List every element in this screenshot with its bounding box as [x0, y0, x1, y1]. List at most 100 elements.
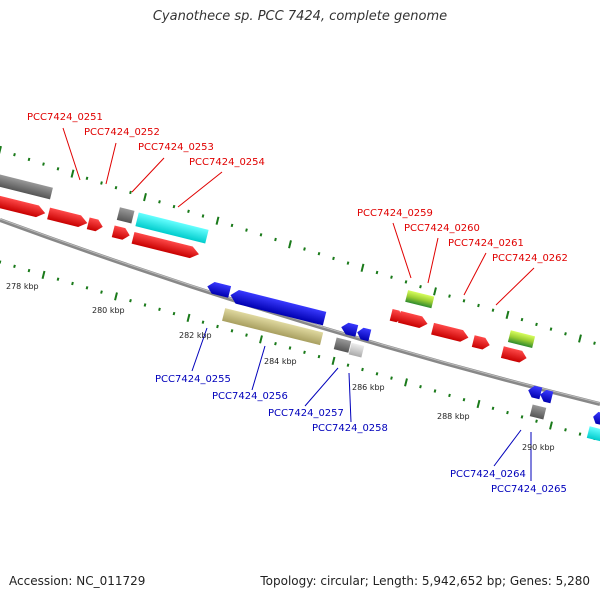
minor-tick: [448, 393, 451, 398]
minor-tick: [419, 385, 422, 389]
forward-callouts: [62, 127, 535, 306]
minor-tick: [593, 341, 596, 345]
major-tick: [476, 399, 481, 409]
minor-tick: [288, 346, 292, 350]
gene-feature-0252[interactable]: [47, 207, 89, 229]
gene-feature-0255[interactable]: [206, 281, 232, 298]
minor-tick: [13, 264, 16, 268]
major-tick: [143, 192, 147, 202]
gene-feature-0267[interactable]: [586, 426, 600, 442]
minor-tick: [85, 286, 89, 290]
gene-feature-0261b[interactable]: [471, 335, 491, 351]
minor-tick: [201, 214, 205, 218]
major-tick: [186, 313, 191, 323]
minor-tick: [230, 329, 234, 333]
kbp-label-282: 282 kbp: [179, 331, 212, 340]
gene-label-0262[interactable]: PCC7424_0262: [492, 253, 568, 264]
gene-feature-0252b[interactable]: [86, 217, 104, 232]
gene-label-0264[interactable]: PCC7424_0264: [450, 469, 526, 480]
minor-tick: [491, 308, 495, 312]
gene-feature-0256-upper[interactable]: [229, 288, 327, 326]
minor-tick: [100, 290, 103, 294]
forward-gene-labels: PCC7424_0251 PCC7424_0252 PCC7424_0253 P…: [27, 112, 568, 264]
gene-label-0257[interactable]: PCC7424_0257: [268, 408, 344, 419]
gene-feature-0258[interactable]: [348, 342, 365, 358]
gene-feature-0253-upper[interactable]: [116, 207, 135, 224]
minor-tick: [245, 333, 248, 337]
gene-label-0256[interactable]: PCC7424_0256: [212, 391, 288, 402]
major-tick: [433, 287, 437, 296]
minor-tick: [477, 303, 480, 308]
kbp-label-284: 284 kbp: [264, 357, 297, 366]
minor-tick: [375, 372, 379, 376]
gene-feature-0262[interactable]: [500, 346, 528, 364]
gene-feature-0254[interactable]: [131, 231, 201, 260]
major-tick: [331, 356, 336, 366]
minor-tick: [448, 294, 451, 298]
minor-tick: [56, 277, 60, 281]
scale-labels: 278 kbp 280 kbp 282 kbp 284 kbp 286 kbp …: [6, 282, 555, 452]
minor-tick: [172, 311, 176, 316]
gene-feature-0253[interactable]: [111, 225, 131, 241]
minor-tick: [433, 389, 437, 393]
minor-tick: [172, 204, 176, 209]
minor-tick: [520, 317, 524, 322]
minor-tick: [71, 281, 74, 286]
gene-feature-0259-upper[interactable]: [405, 290, 435, 309]
minor-tick: [56, 167, 60, 171]
gene-label-0261[interactable]: PCC7424_0261: [448, 238, 524, 249]
gene-feature-0262-upper[interactable]: [507, 330, 536, 348]
minor-tick: [578, 432, 582, 436]
gene-feature-0266[interactable]: [592, 411, 600, 426]
minor-tick: [317, 354, 321, 359]
gene-label-0259[interactable]: PCC7424_0259: [357, 208, 433, 219]
minor-tick: [230, 223, 234, 228]
gene-label-0251[interactable]: PCC7424_0251: [27, 112, 103, 123]
gene-label-0252[interactable]: PCC7424_0252: [84, 127, 160, 138]
gene-label-0255[interactable]: PCC7424_0255: [155, 374, 231, 385]
minor-tick: [549, 327, 553, 331]
minor-tick: [564, 332, 567, 336]
gene-label-0254[interactable]: PCC7424_0254: [189, 157, 265, 168]
gene-label-0258[interactable]: PCC7424_0258: [312, 423, 388, 434]
forward-strand-genes: [0, 172, 536, 364]
minor-tick: [535, 419, 538, 423]
reverse-callouts: [191, 327, 532, 481]
minor-tick: [520, 415, 524, 419]
gene-feature-0264-upper[interactable]: [527, 384, 543, 400]
minor-tick: [535, 322, 538, 327]
minor-tick: [317, 252, 321, 256]
gene-feature-0264[interactable]: [529, 404, 547, 420]
minor-tick: [390, 275, 393, 279]
major-tick: [0, 145, 2, 155]
minor-tick: [462, 299, 466, 303]
minor-tick: [100, 181, 103, 185]
minor-tick: [27, 268, 31, 273]
kbp-label-290: 290 kbp: [522, 443, 555, 452]
gene-feature-0257-upper[interactable]: [340, 321, 359, 337]
minor-tick: [274, 237, 277, 242]
minor-tick: [506, 410, 509, 415]
gene-feature-0254-upper[interactable]: [135, 212, 209, 244]
minor-tick: [187, 209, 190, 213]
gene-label-0265[interactable]: PCC7424_0265: [491, 484, 567, 495]
gene-label-0253[interactable]: PCC7424_0253: [138, 142, 214, 153]
gene-feature-0256[interactable]: [222, 308, 324, 346]
minor-tick: [404, 280, 408, 284]
gene-feature-0260[interactable]: [397, 311, 429, 330]
gene-feature-0251[interactable]: [0, 193, 47, 219]
major-tick: [578, 334, 582, 343]
gene-feature-0258-upper[interactable]: [356, 326, 372, 342]
minor-tick: [390, 376, 393, 380]
reverse-strand-genes: [206, 281, 600, 442]
reverse-gene-labels: PCC7424_0255 PCC7424_0256 PCC7424_0257 P…: [155, 374, 567, 495]
minor-tick: [419, 285, 422, 289]
gene-label-0260[interactable]: PCC7424_0260: [404, 223, 480, 234]
minor-tick: [143, 303, 147, 307]
minor-tick: [491, 406, 495, 410]
gene-feature-0250[interactable]: [0, 172, 53, 200]
gene-feature-0257[interactable]: [333, 337, 352, 353]
gene-feature-0265-upper[interactable]: [539, 389, 554, 404]
gene-feature-0261[interactable]: [431, 322, 470, 344]
map-title: Cyanothece sp. PCC 7424, complete genome: [152, 9, 448, 24]
